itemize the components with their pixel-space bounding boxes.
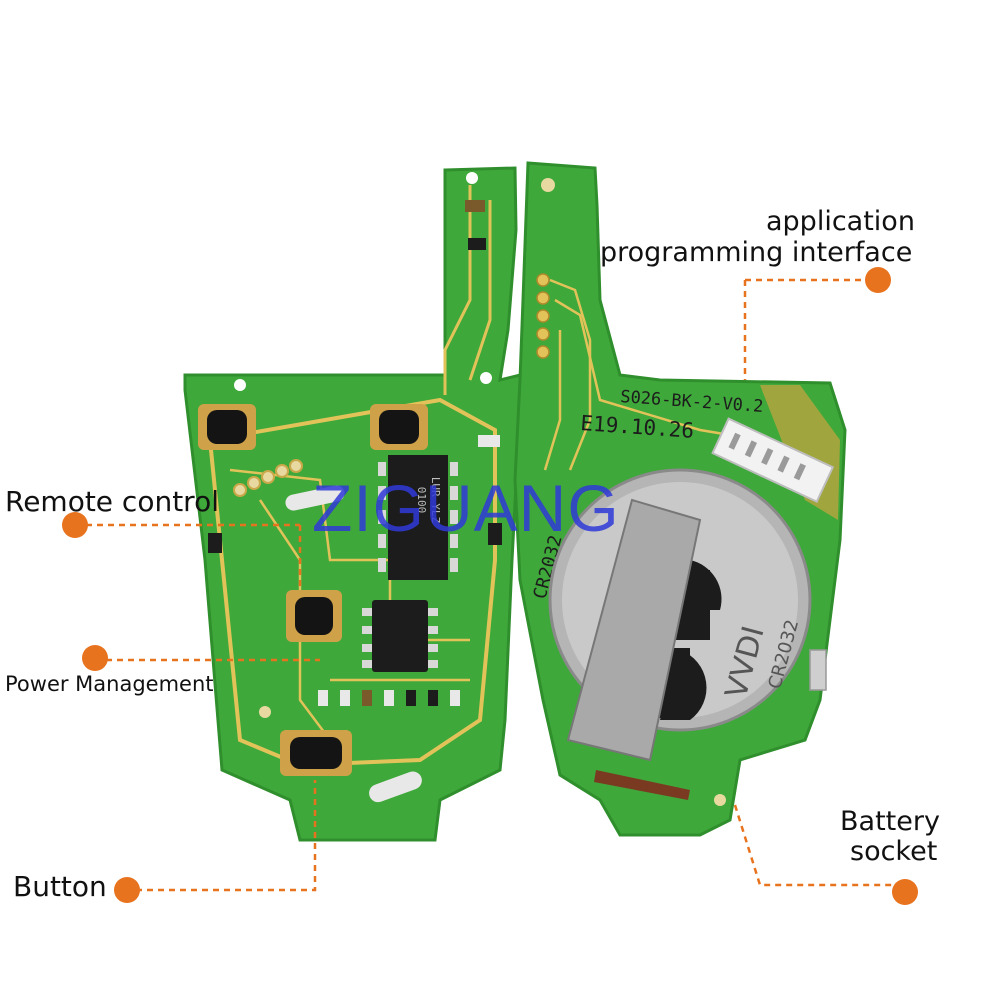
watermark-text: ZIGUANG [312, 471, 620, 545]
ic-marking-line1: 0100 [415, 487, 428, 514]
callout-dot-button [114, 877, 140, 903]
battery-clip [566, 498, 702, 800]
power-ic [362, 600, 438, 672]
label-api-line2: programming interface [600, 237, 913, 268]
main-ic: 0100 LUR YLZ [378, 455, 458, 580]
ic-marking-line2: LUR YLZ [429, 477, 442, 524]
label-battery-line2: socket [850, 836, 938, 867]
callout-dot-remote [62, 512, 88, 538]
smd-row [318, 690, 460, 706]
callout-lines [75, 278, 905, 892]
tactile-button-1 [198, 404, 256, 450]
left-board: 0100 LUR YLZ [183, 166, 522, 842]
callout-dot-power [82, 645, 108, 671]
tactile-button-3 [286, 590, 342, 642]
label-button: Button [13, 870, 107, 903]
callout-dot-battery [892, 879, 918, 905]
label-remote-control: Remote control [5, 485, 219, 518]
label-api-line1: application [766, 206, 915, 237]
callout-dots [62, 267, 918, 905]
tactile-button-2 [370, 404, 428, 450]
programming-connector [711, 417, 835, 503]
label-power-management: Power Management [5, 672, 214, 696]
tactile-button-4 [280, 730, 352, 776]
label-battery-line1: Battery [840, 806, 940, 837]
callout-dot-api [865, 267, 891, 293]
right-board: S026-BK-2-V0.2 E19.10.26 CR2032 VVDI CR2… [513, 161, 847, 837]
